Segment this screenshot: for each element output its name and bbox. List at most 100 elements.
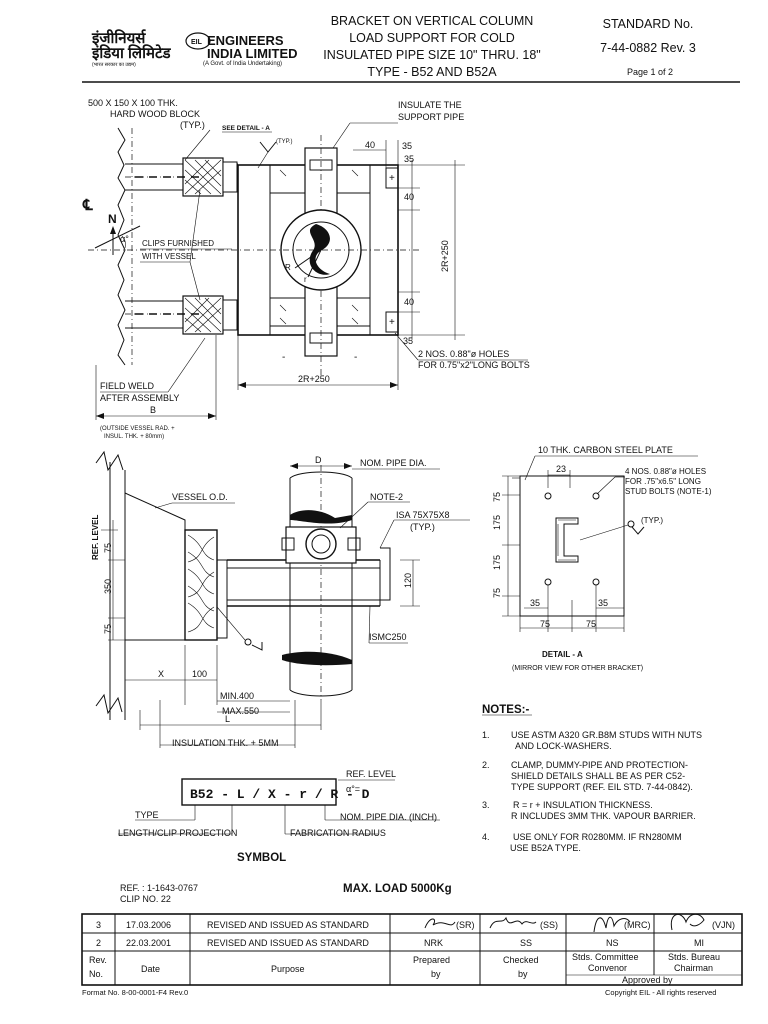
ref-line2: CLIP NO. 22 [120,894,171,904]
svg-text:35: 35 [404,154,414,164]
svg-text:Checked: Checked [503,955,539,965]
insulation-dim-label: INSULATION THK. + 5MM [172,738,278,748]
svg-text:75: 75 [540,619,550,629]
logo-hindi-line1: इंजीनियर्स [91,29,146,47]
svg-text:2: 2 [96,938,101,948]
detail-holes-note-3: STUD BOLTS (NOTE-1) [625,487,712,496]
format-number: Format No. 8-00-0001-F4 Rev.0 [82,988,188,997]
svg-text:-: - [354,352,357,363]
eil-badge-icon [185,32,211,50]
svg-text:40: 40 [404,192,414,202]
svg-text:Stds. Committee: Stds. Committee [572,952,639,962]
svg-text:35: 35 [403,336,413,346]
title-line4: TYPE - B52 AND B52A [367,65,497,79]
elevation-view: VESSEL O.D. D NOM. PIP [91,450,470,748]
dim-2r250-vertical: 2R+250 [440,240,450,272]
insulate-note-1: INSULATE THE [398,100,462,110]
svg-text:REVISED AND ISSUED AS STANDARD: REVISED AND ISSUED AS STANDARD [207,920,369,930]
svg-text:L: L [225,714,230,724]
svg-text:22.03.2001: 22.03.2001 [126,938,171,948]
logo-badge: EIL [191,39,203,46]
svg-text:(SS): (SS) [540,920,558,930]
svg-text:CLIPS FURNISHED: CLIPS FURNISHED [142,239,214,248]
svg-text:USE B52A TYPE.: USE B52A TYPE. [510,843,581,853]
svg-text:TYPE SUPPORT (REF. EIL STD. 7-: TYPE SUPPORT (REF. EIL STD. 7-44-0842). [511,782,693,792]
svg-text:35: 35 [402,141,412,151]
detail-a-caption: DETAIL - A [542,650,583,659]
page-number: Page 1 of 2 [627,67,673,77]
svg-text:+: + [389,173,395,184]
svg-text:Convenor: Convenor [588,963,627,973]
svg-text:Date: Date [141,964,160,974]
dim-b: B [150,405,156,415]
b-note-2: INSUL. THK. + 80mm) [104,434,164,440]
vessel-break-line [117,127,126,366]
svg-text:(SR): (SR) [456,920,475,930]
symbol-block: B52 - L / X - r / R - D REF. LEVEL α°= T… [118,769,440,864]
logo-hindi-line2: इंडिया लिमिटेड [91,44,171,62]
svg-text:Approved by: Approved by [622,975,673,985]
nom-pipe-dia-label: NOM. PIPE DIA. [360,458,427,468]
svg-text:Rev.: Rev. [89,955,107,965]
svg-text:by: by [431,969,441,979]
svg-text:USE ASTM A320 GR.B8M STUDS WIT: USE ASTM A320 GR.B8M STUDS WITH NUTS [511,730,702,740]
copyright: Copyright EIL - All rights reserved [605,988,716,997]
logo-en-tagline: (A Govt. of India Undertaking) [203,61,282,67]
svg-text:-: - [282,352,285,363]
signature-convenor [593,916,631,933]
detail-holes-note-2: FOR .75"x6.5" LONG [625,477,701,486]
table-header: Rev. No. Date Purpose Prepared by Checke… [89,952,720,985]
standard-number: 7-44-0882 Rev. 3 [600,41,696,55]
svg-text:35: 35 [598,598,608,608]
svg-text:D: D [315,455,322,465]
ismc-label: ISMC250 [369,632,407,642]
svg-text:NOM. PIPE DIA. (INCH): NOM. PIPE DIA. (INCH) [340,812,437,822]
wood-block-label: HARD WOOD BLOCK [110,109,200,119]
table-row: 2 22.03.2001 REVISED AND ISSUED AS STAND… [96,938,704,948]
note2-label: NOTE-2 [370,492,403,502]
title-block-header: इंजीनियर्स इंडिया लिमिटेड (भारत सरकार का… [82,14,740,83]
field-weld-note: FIELD WELD [100,381,155,391]
svg-text:WITH VESSEL: WITH VESSEL [142,252,196,261]
revision-table: 3 17.03.2006 REVISED AND ISSUED AS STAND… [81,913,743,986]
svg-text:USE ONLY FOR R0280MM. IF RN280: USE ONLY FOR R0280MM. IF RN280MM [513,832,682,842]
svg-text:AND LOCK-WASHERS.: AND LOCK-WASHERS. [515,741,612,751]
svg-text:35: 35 [530,598,540,608]
svg-text:NS: NS [606,938,619,948]
svg-text:X: X [158,669,164,679]
svg-text:α°: α° [120,234,129,244]
eil-logo: इंजीनियर्स इंडिया लिमिटेड (भारत सरकार का… [91,29,298,68]
svg-text:(MRC): (MRC) [624,920,651,930]
detail-a-subcaption: (MIRROR VIEW FOR OTHER BRACKET) [512,665,643,672]
svg-text:CLAMP, DUMMY-PIPE AND PROTECTI: CLAMP, DUMMY-PIPE AND PROTECTION- [511,760,688,770]
signature-checked [489,916,537,929]
logo-en-line2: INDIA LIMITED [207,46,298,61]
svg-text:350: 350 [103,579,113,594]
north-arrow-icon [110,226,116,234]
ref-level-label: REF. LEVEL [91,515,100,560]
signature-prepared [424,918,456,929]
note-item: 1. USE ASTM A320 GR.B8M STUDS WITH NUTS … [482,730,702,751]
svg-text:TYPE: TYPE [135,810,159,820]
svg-text:(TYP.): (TYP.) [180,120,205,130]
svg-text:(TYP.): (TYP.) [641,516,663,525]
svg-text:R = r + INSULATION THICKNESS.: R = r + INSULATION THICKNESS. [513,800,653,810]
max-load-label: MAX. LOAD 5000Kg [343,883,452,895]
svg-text:40: 40 [404,297,414,307]
isa-label: ISA 75X75X8 [396,510,450,520]
svg-text:Purpose: Purpose [271,964,305,974]
drawing-title: BRACKET ON VERTICAL COLUMN LOAD SUPPORT … [323,14,541,79]
svg-text:75: 75 [586,619,596,629]
after-assembly-note: AFTER ASSEMBLY [100,393,179,403]
note-item: 4. USE ONLY FOR R0280MM. IF RN280MM USE … [482,832,682,853]
standard-label: STANDARD No. [603,17,694,31]
svg-text:75: 75 [103,624,113,634]
svg-text:(VJN): (VJN) [712,920,735,930]
reference-block: REF. : 1-1643-0767 CLIP NO. 22 MAX. LOAD… [120,883,452,904]
svg-text:R INCLUDES 3MM THK. VAPOUR BAR: R INCLUDES 3MM THK. VAPOUR BARRIER. [511,811,696,821]
dim-2r250-horizontal: 2R+250 [298,374,330,384]
svg-text:SS: SS [520,938,532,948]
svg-text:175: 175 [492,555,502,570]
svg-text:(TYP.): (TYP.) [276,139,293,145]
svg-text:3.: 3. [482,800,490,810]
